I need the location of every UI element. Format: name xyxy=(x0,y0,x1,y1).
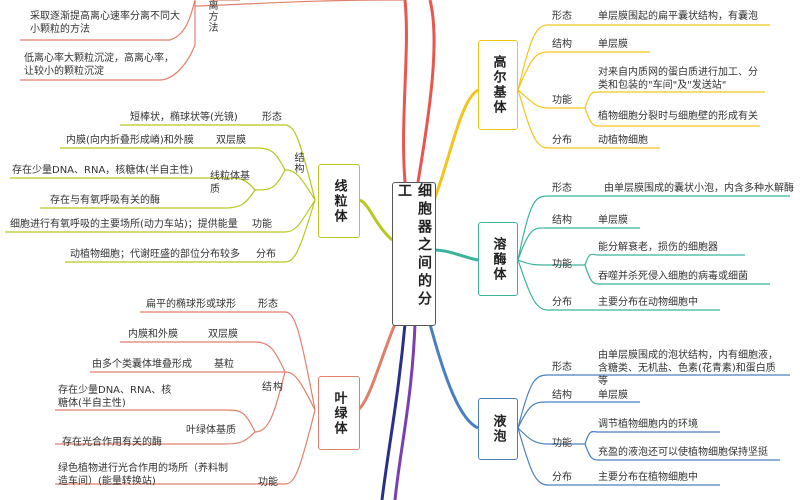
method-item-1: 采取逐渐提高离心速率分离不同大小颗粒的方法 xyxy=(30,11,180,35)
method-label: 离方法 xyxy=(206,0,217,33)
mito-function-label: 功能 xyxy=(252,219,272,230)
chloro-shape-label: 形态 xyxy=(258,299,278,310)
mito-structure-label: 结构 xyxy=(292,152,303,174)
lysosome-function-label: 功能 xyxy=(552,259,572,270)
vacuole-shape-text: 由单层膜围成的泡状结构，内有细胞液，含糖类、无机盐、色素(花青素)和蛋白质等 xyxy=(598,350,778,387)
chloro-structure-label: 结构 xyxy=(262,382,284,393)
vacuole-node: 液泡 xyxy=(478,398,518,460)
golgi-shape-label: 形态 xyxy=(552,11,572,22)
chloro-grana-label: 基粒 xyxy=(214,359,234,370)
lysosome-function-text-2: 吞噬并杀死侵入细胞的病毒或细菌 xyxy=(598,271,748,282)
top-left-lines xyxy=(20,0,406,81)
branch-line-top-right xyxy=(416,0,436,183)
golgi-function-text-2: 植物细胞分裂时与细胞壁的形成有关 xyxy=(598,111,758,122)
mitochondria-lines xyxy=(5,124,316,263)
chloro-function-text: 绿色植物进行光合作用的场所（养料制造车间）(能量转换站) xyxy=(58,463,228,487)
mito-distribution-text: 动植物细胞；代谢旺盛的部位分布较多 xyxy=(70,249,240,260)
vacuole-structure-label: 结构 xyxy=(552,390,572,401)
vacuole-function-text-1: 调节植物细胞内的环境 xyxy=(598,419,698,430)
lysosome-structure-text: 单层膜 xyxy=(598,215,628,226)
branch-line-bottom-purple xyxy=(393,323,417,500)
lysosome-node: 溶酶体 xyxy=(478,222,518,296)
chloro-stroma-text-2: 存在光合作用有关的酶 xyxy=(62,437,162,448)
golgi-lines xyxy=(517,24,770,149)
lysosome-distribution-text: 主要分布在动物细胞中 xyxy=(598,297,698,308)
branch-line-vacuole xyxy=(428,323,479,430)
mito-matrix-text-2: 存在与有氧呼吸有关的酶 xyxy=(50,195,160,206)
chloro-grana-text: 由多个类囊体堆叠形成 xyxy=(92,359,192,370)
mito-function-text: 细胞进行有氧呼吸的主要场所(动力车站)；提供能量 xyxy=(10,219,238,230)
mito-distribution-label: 分布 xyxy=(256,249,276,260)
vacuole-distribution-text: 主要分布在植物细胞中 xyxy=(598,472,698,483)
lysosome-distribution-label: 分布 xyxy=(552,297,572,308)
golgi-distribution-text: 动植物细胞 xyxy=(598,135,648,146)
mito-shape-label: 形态 xyxy=(262,112,282,123)
mito-matrix-text-1: 存在少量DNA、RNA，核糖体(半自主性) xyxy=(12,165,194,176)
golgi-node: 高尔基体 xyxy=(478,40,518,130)
golgi-structure-text: 单层膜 xyxy=(598,39,628,50)
center-topic: 细胞器之间的分工 xyxy=(392,182,436,326)
mito-shape-text: 短棒状，椭球状等(光镜) xyxy=(130,112,238,123)
branch-line-mitochondria xyxy=(359,198,394,242)
lysosome-function-text-1: 能分解衰老，损伤的细胞器 xyxy=(598,242,718,253)
branch-line-chloroplast xyxy=(356,323,397,412)
golgi-distribution-label: 分布 xyxy=(552,135,572,146)
branch-line-top-left xyxy=(402,0,408,183)
vacuole-lines xyxy=(517,374,790,486)
mito-membrane-label: 双层膜 xyxy=(216,135,246,146)
mitochondria-node: 线粒体 xyxy=(318,164,360,238)
chloro-function-label: 功能 xyxy=(258,477,278,488)
mito-matrix-label: 线粒体基质 xyxy=(210,171,250,195)
mito-membrane-text: 内膜(向内折叠形成嵴)和外膜 xyxy=(66,135,194,146)
chloroplast-lines xyxy=(55,311,316,485)
golgi-shape-text: 单层膜围起的扁平囊状结构，有囊泡 xyxy=(598,11,758,22)
branch-line-bottom-navy xyxy=(380,323,407,500)
lysosome-shape-label: 形态 xyxy=(552,183,572,194)
chloro-stroma-label: 叶绿体基质 xyxy=(186,425,236,436)
vacuole-structure-text: 单层膜 xyxy=(598,390,628,401)
chloro-shape-text: 扁平的椭球形或球形 xyxy=(146,299,236,310)
vacuole-function-label: 功能 xyxy=(552,438,572,449)
vacuole-function-text-2: 充盈的液泡还可以使植物细胞保持坚挺 xyxy=(598,447,768,458)
golgi-function-label: 功能 xyxy=(552,95,572,106)
lysosome-structure-label: 结构 xyxy=(552,215,572,226)
branch-line-golgi xyxy=(432,88,479,201)
chloro-stroma-text-1: 存在少量DNA、RNA、核糖体(半自主性) xyxy=(58,385,172,409)
vacuole-distribution-label: 分布 xyxy=(552,472,572,483)
lysosome-shape-text: 由单层膜围成的囊状小泡，内含多种水解酶 xyxy=(604,183,794,194)
vacuole-shape-label: 形态 xyxy=(552,362,572,373)
chloro-membrane-text: 内膜和外膜 xyxy=(128,329,178,340)
chloro-membrane-label: 双层膜 xyxy=(208,329,238,340)
lysosome-lines xyxy=(517,195,790,311)
branch-line-lysosome xyxy=(433,248,479,262)
golgi-function-text-1: 对来自内质网的蛋白质进行加工、分类和包装的"车间"及"发送站" xyxy=(598,67,758,91)
method-item-2: 低离心率大颗粒沉淀，高离心率，让较小的颗粒沉淀 xyxy=(24,53,174,77)
chloroplast-node: 叶绿体 xyxy=(318,376,360,450)
golgi-structure-label: 结构 xyxy=(552,39,572,50)
